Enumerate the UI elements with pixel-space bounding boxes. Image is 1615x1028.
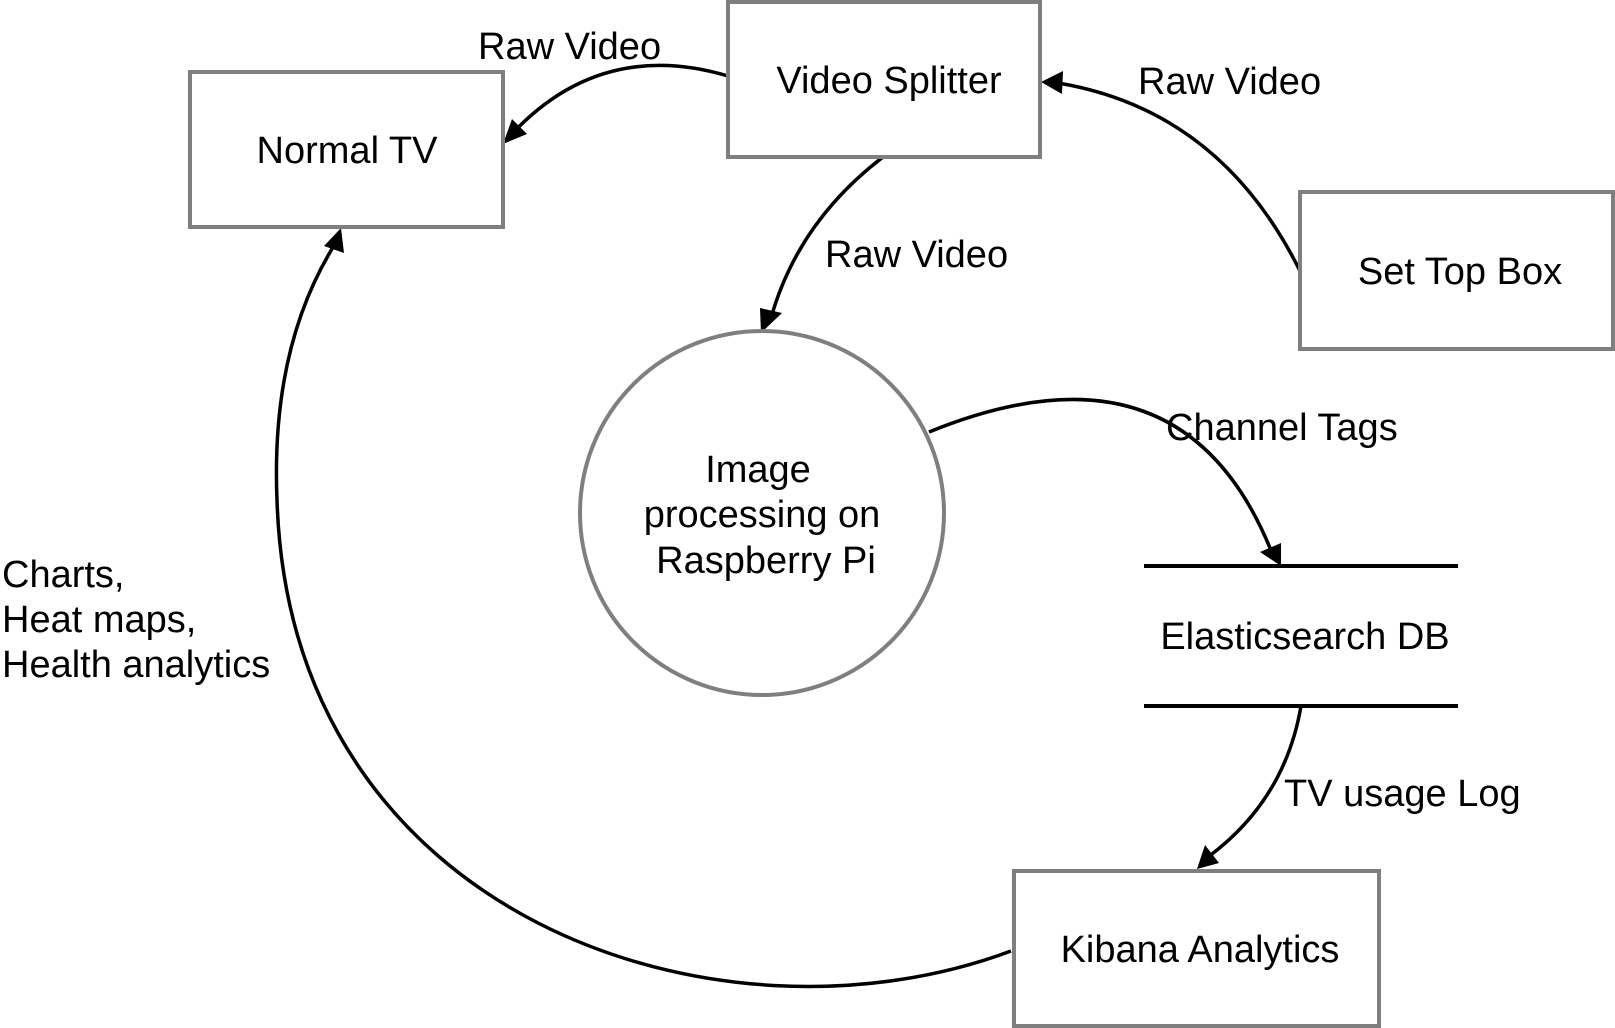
arrowhead-stb-to-splitter [1041, 71, 1063, 94]
node-set-top-box-label: Set Top Box [1358, 251, 1562, 293]
label-kibana-to-tv-line3: Health analytics [2, 644, 270, 686]
node-normal-tv: Normal TV [188, 70, 505, 229]
node-image-processing: Image processing on Raspberry Pi [578, 329, 946, 697]
label-es-to-kibana: TV usage Log [1284, 773, 1521, 815]
arrowhead-pi-to-es [1260, 543, 1281, 566]
node-image-processing-label-line3: Raspberry Pi [656, 540, 876, 582]
arrowhead-kibana-to-tv [324, 228, 344, 253]
node-video-splitter: Video Splitter [726, 0, 1042, 159]
node-set-top-box: Set Top Box [1298, 190, 1615, 351]
edge-splitter-to-tv [508, 63, 729, 138]
edge-kibana-to-tv [274, 243, 1012, 989]
edge-pi-to-es [928, 397, 1272, 549]
label-splitter-to-tv: Raw Video [478, 26, 661, 68]
edge-es-to-kibana [1206, 705, 1303, 859]
node-elasticsearch-db: Elasticsearch DB [1144, 564, 1458, 708]
edge-splitter-to-pi [769, 155, 885, 319]
label-stb-to-splitter: Raw Video [1138, 61, 1321, 103]
edge-stb-to-splitter [1057, 81, 1302, 272]
node-video-splitter-label: Video Splitter [776, 60, 1002, 102]
arrowhead-splitter-to-pi [760, 308, 782, 333]
node-elasticsearch-db-label: Elasticsearch DB [1160, 616, 1449, 658]
arrowhead-es-to-kibana [1197, 845, 1219, 869]
label-kibana-to-tv-line1: Charts, [2, 554, 124, 596]
label-pi-to-es: Channel Tags [1166, 407, 1398, 449]
node-normal-tv-label: Normal TV [257, 130, 439, 172]
label-kibana-to-tv-line2: Heat maps, [2, 599, 196, 641]
node-image-processing-label-line2: processing on [644, 494, 881, 536]
node-image-processing-label-line1: Image [705, 449, 811, 491]
node-kibana-analytics-label: Kibana Analytics [1061, 929, 1340, 971]
node-kibana-analytics: Kibana Analytics [1012, 869, 1381, 1028]
label-splitter-to-pi: Raw Video [825, 234, 1008, 276]
arrowhead-splitter-to-tv [503, 119, 527, 144]
